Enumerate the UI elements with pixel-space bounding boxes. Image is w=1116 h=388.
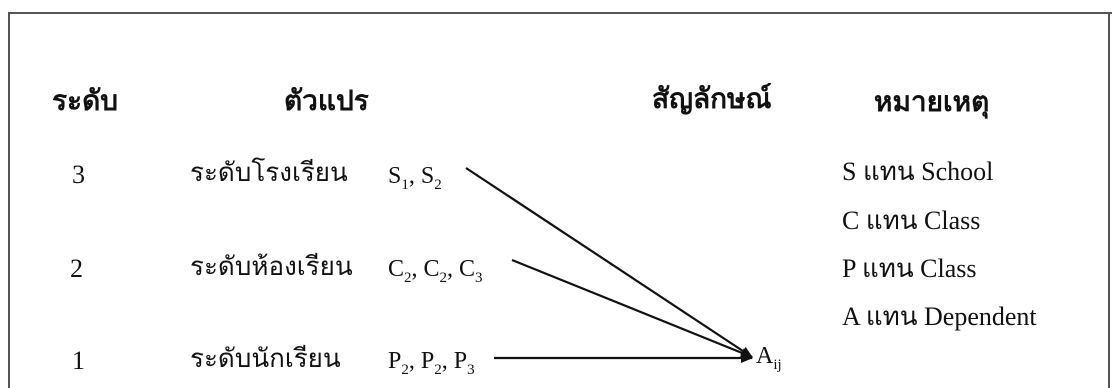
symbol-term: S (388, 163, 402, 189)
row-level-1: 1 (72, 346, 85, 375)
target-base: A (756, 343, 774, 369)
symbol-separator: , (408, 163, 421, 189)
symbols-student: P2, P2, P3 (388, 346, 475, 385)
symbols-classroom: C2, C2, C3 (388, 254, 483, 293)
symbol-separator: , (411, 256, 424, 282)
row-variable-classroom: ระดับห้องเรียน (190, 252, 353, 281)
arrow-classroom-to-target (511, 258, 753, 359)
arrow-school-to-target (465, 167, 753, 358)
target-subscript: ij (773, 357, 782, 373)
header-variable: ตัวแปร (284, 86, 369, 117)
symbol-term: C (459, 256, 476, 282)
note-class-p: P แทน Class (842, 254, 977, 283)
row-level-3: 3 (72, 160, 85, 189)
target-symbol: Aij (756, 341, 782, 380)
symbol-term: P (453, 348, 468, 374)
symbols-school: S1, S2 (388, 161, 442, 200)
note-class-c: C แทน Class (842, 206, 981, 235)
note-school: S แทน School (842, 157, 994, 186)
symbol-subscript: 3 (467, 362, 475, 378)
symbol-subscript: 2 (434, 177, 442, 193)
symbol-subscript: 2 (439, 270, 448, 286)
symbol-subscript: 2 (404, 270, 412, 286)
symbol-term: S (420, 163, 435, 189)
symbol-subscript: 1 (401, 177, 409, 193)
row-level-2: 2 (70, 254, 83, 283)
header-level: ระดับ (52, 86, 119, 117)
symbol-separator: , (441, 348, 454, 374)
note-dependent: A แทน Dependent (842, 302, 1037, 331)
symbol-separator: , (447, 256, 460, 282)
symbol-separator: , (408, 348, 421, 374)
symbol-subscript: 2 (401, 362, 409, 378)
symbol-subscript: 3 (475, 270, 483, 286)
symbol-term: P (388, 348, 402, 374)
frame-right-border (1108, 12, 1110, 388)
frame-left-border (8, 12, 10, 388)
row-variable-student: ระดับนักเรียน (190, 344, 341, 373)
row-variable-school: ระดับโรงเรียน (190, 158, 348, 187)
symbol-term: P (420, 348, 435, 374)
symbol-subscript: 2 (434, 362, 442, 378)
symbol-term: C (388, 256, 405, 282)
symbol-term: C (423, 256, 440, 282)
header-symbol: สัญลักษณ์ (652, 84, 772, 115)
header-note: หมายเหตุ (874, 87, 990, 118)
frame-top-border (10, 12, 1112, 14)
